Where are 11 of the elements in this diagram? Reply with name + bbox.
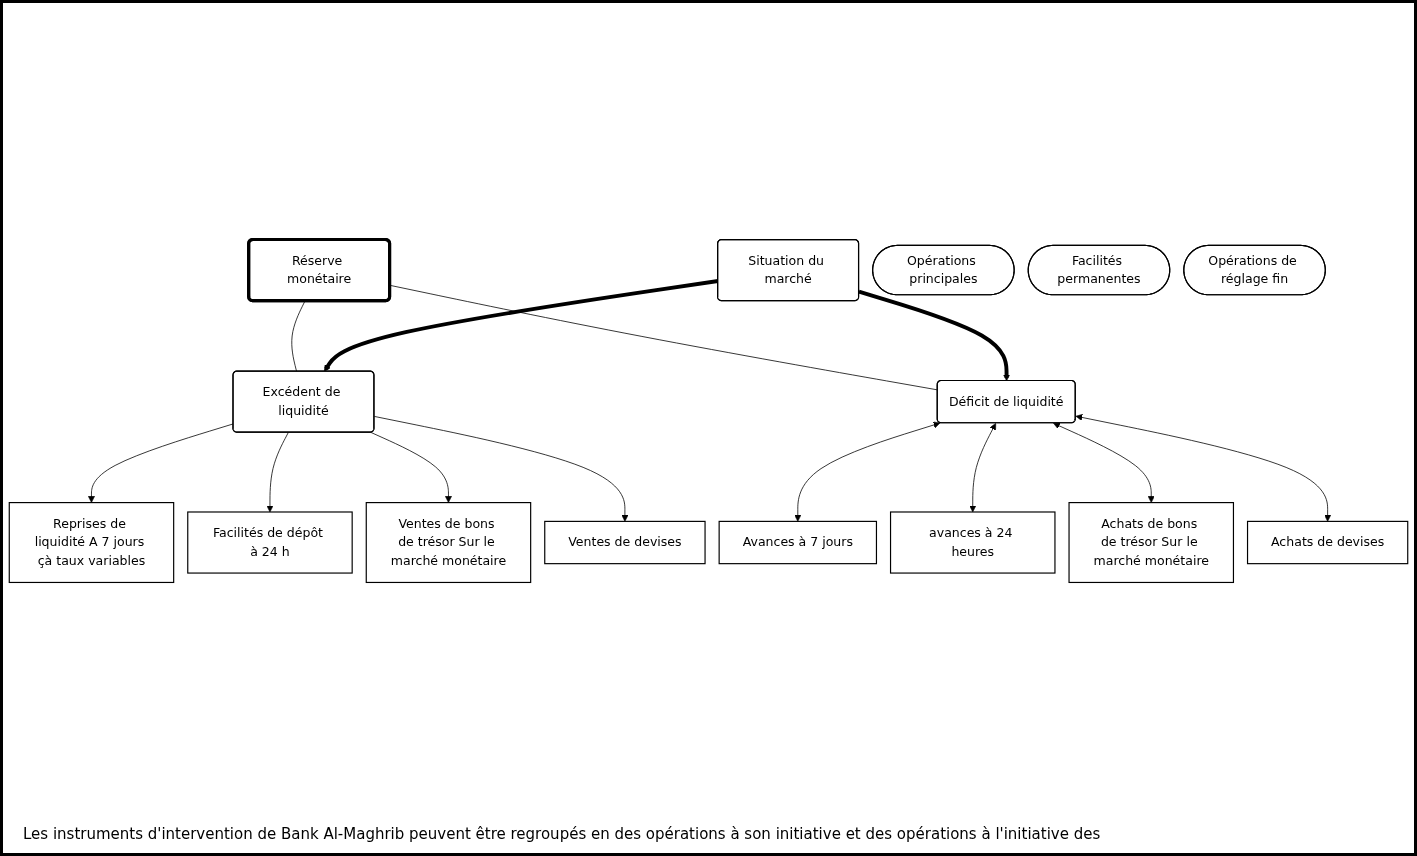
- caption: Les instruments d'intervention de Bank Al-Maghrib peuvent être regroupés en des opérations à son initiative et des opérations à l'initiative des: [22, 824, 1102, 845]
- node-box: Avances à 7 jours: [718, 520, 878, 565]
- node-box: Reprises de liquidité A 7 jours çà taux variables: [8, 502, 175, 584]
- node-box: Achats de devises: [1246, 520, 1409, 565]
- node-box: Ventes de devises: [544, 520, 706, 565]
- node-box: Achats de bons de trésor Sur le marché monétaire: [1068, 502, 1235, 584]
- connector: [291, 300, 306, 372]
- arrow: [858, 289, 1010, 382]
- node-box: Facilités de dépôt à 24 h: [187, 511, 353, 574]
- node-box: avances à 24 heures: [889, 511, 1056, 574]
- node-box: Ventes de bons de trésor Sur le marché monétaire: [365, 502, 532, 584]
